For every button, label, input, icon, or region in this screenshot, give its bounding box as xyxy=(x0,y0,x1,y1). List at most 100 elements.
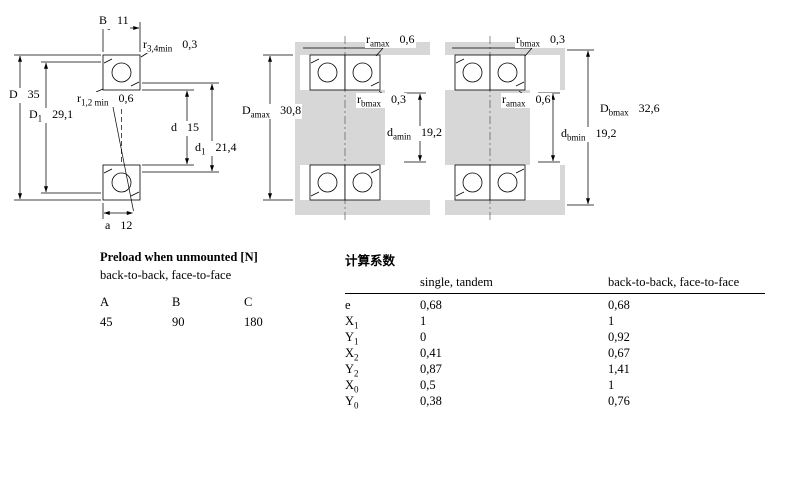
factor-value-2: 0,68 xyxy=(608,298,630,312)
dim-symbol: D xyxy=(600,101,609,115)
factor-symbol: Y2 xyxy=(345,362,359,379)
preload-value: 45 xyxy=(100,315,113,329)
dim-value: 0,6 xyxy=(399,32,415,46)
factor-value-2: 1,41 xyxy=(608,362,630,376)
factors-row: e 0,68 0,68 xyxy=(345,298,765,314)
factors-row: X1 1 1 xyxy=(345,314,765,331)
dim-label-d1-shoulder: D1 29,1 xyxy=(28,107,75,124)
dim-label-ramax-mid: ramax 0,6 xyxy=(501,92,552,109)
dim-symbol: r xyxy=(77,91,81,105)
factor-symbol: X2 xyxy=(345,346,359,363)
dim-subscript: bmin xyxy=(567,132,586,143)
dim-value: 0,3 xyxy=(550,32,565,46)
factors-row: Y1 0 0,92 xyxy=(345,330,765,347)
factors-col1-header: single, tandem xyxy=(420,275,493,289)
dim-symbol: d xyxy=(171,120,177,134)
dim-symbol: r xyxy=(143,37,147,51)
dim-label-r12min: r1,2 min 0,6 xyxy=(76,91,135,108)
dim-subscript: bmax xyxy=(520,38,540,49)
dim-value: 0,6 xyxy=(118,91,134,105)
preload-subtitle: back-to-back, face-to-face xyxy=(100,268,232,282)
dim-label-damin: damin 19,2 xyxy=(386,125,443,142)
dim-subscript: amax xyxy=(506,98,526,109)
dim-subscript: 1 xyxy=(37,113,43,124)
dim-value: 0,6 xyxy=(535,92,551,106)
dim-label-rbmax-top: rbmax 0,3 xyxy=(515,32,566,49)
factor-symbol: Y1 xyxy=(345,330,359,347)
factor-value-2: 0,92 xyxy=(608,330,630,344)
factor-value-1: 0,38 xyxy=(420,394,442,408)
dim-value: 19,2 xyxy=(421,125,442,139)
dim-symbol: d xyxy=(387,125,393,139)
dim-value: 19,2 xyxy=(595,126,617,140)
factor-value-1: 0,5 xyxy=(420,378,436,392)
factor-value-2: 1 xyxy=(608,378,615,392)
preload-title: Preload when unmounted [N] xyxy=(100,250,258,264)
factors-row: X2 0,41 0,67 xyxy=(345,346,765,363)
dim-value: 29,1 xyxy=(52,107,74,121)
factors-col2-header: back-to-back, face-to-face xyxy=(608,275,740,289)
preload-table: Preload when unmounted [N] back-to-back,… xyxy=(100,250,330,330)
dim-symbol: D xyxy=(242,103,251,117)
dim-label-rbmax-mid: rbmax 0,3 xyxy=(356,92,407,109)
dim-subscript: bmax xyxy=(361,98,381,109)
dim-label-d-outer: D 35 xyxy=(8,87,41,104)
preload-header-row: A B C xyxy=(100,295,330,310)
dim-value: 35 xyxy=(27,87,40,101)
factors-title: 计算系数 xyxy=(345,254,396,268)
factor-value-1: 0,41 xyxy=(420,346,442,360)
factors-divider xyxy=(345,293,765,294)
factors-row: X0 0,5 1 xyxy=(345,378,765,395)
dim-value: 11 xyxy=(117,13,129,27)
preload-value: 180 xyxy=(244,315,263,329)
dim-value: 12 xyxy=(120,218,133,232)
dim-subscript: 3,4min xyxy=(147,43,173,54)
dim-symbol: D xyxy=(9,87,18,101)
factor-symbol: X1 xyxy=(345,314,359,331)
dim-symbol: D xyxy=(29,107,38,121)
factor-value-2: 0,67 xyxy=(608,346,630,360)
technical-drawing xyxy=(14,22,594,221)
dim-value: 0,3 xyxy=(391,92,406,106)
factor-value-1: 0,68 xyxy=(420,298,442,312)
dim-value: 15 xyxy=(187,120,199,134)
dim-value: 30,8 xyxy=(280,103,302,117)
preload-col-header: C xyxy=(244,295,253,309)
dim-symbol: d xyxy=(561,126,567,140)
preload-value: 90 xyxy=(172,315,185,329)
factor-value-1: 1 xyxy=(420,314,427,328)
preload-col-header: B xyxy=(172,295,181,309)
factor-symbol: e xyxy=(345,298,351,312)
dim-label-dbmin: dbmin 19,2 xyxy=(560,126,618,143)
factors-row: Y0 0,38 0,76 xyxy=(345,394,765,411)
paired-arrangement-drawing-2 xyxy=(445,36,594,221)
dim-subscript: 1 xyxy=(201,146,206,157)
dim-symbol: r xyxy=(366,32,370,46)
dim-label-a: a 12 xyxy=(104,218,134,235)
factor-value-2: 0,76 xyxy=(608,394,630,408)
dim-symbol: r xyxy=(357,92,361,106)
factors-row: Y2 0,87 1,41 xyxy=(345,362,765,379)
preload-values-row: 45 90 180 xyxy=(100,315,330,330)
dim-value: 21,4 xyxy=(215,140,237,154)
factor-value-1: 0 xyxy=(420,330,427,344)
factor-value-2: 1 xyxy=(608,314,615,328)
dim-symbol: r xyxy=(502,92,506,106)
factor-value-1: 0,87 xyxy=(420,362,442,376)
dim-symbol: r xyxy=(516,32,520,46)
dim-subscript: amin xyxy=(393,131,411,142)
contact-angle-line xyxy=(110,96,134,212)
dim-label-d-bore: d 15 xyxy=(170,120,200,137)
dim-symbol: a xyxy=(105,218,111,232)
factor-symbol: Y0 xyxy=(345,394,359,411)
factors-header-row: single, tandem back-to-back, face-to-fac… xyxy=(345,275,765,291)
preload-col-header: A xyxy=(100,295,110,309)
dim-subscript: 1,2 min xyxy=(81,97,109,108)
